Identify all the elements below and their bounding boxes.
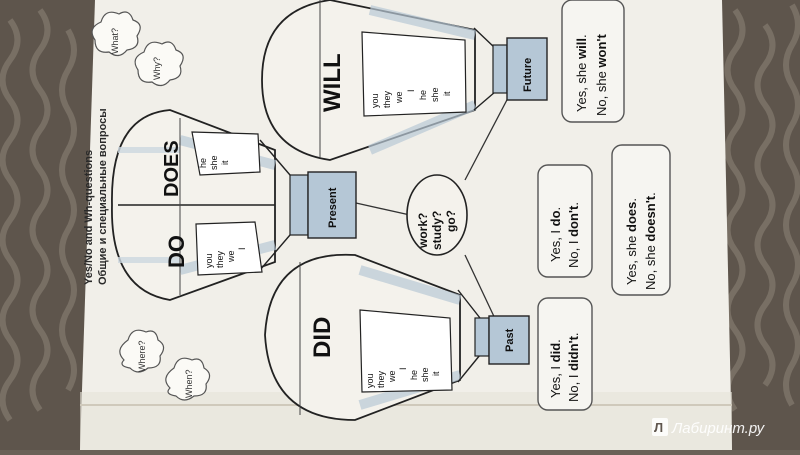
cloud-when-text: When?	[184, 369, 194, 398]
cloud-what-text: What?	[110, 28, 120, 54]
did-pronouns: you they we I he she it	[365, 367, 441, 388]
will-label: WILL	[319, 53, 346, 112]
past-basket-rim	[474, 317, 490, 357]
will-pronouns: you they we I he she it	[370, 87, 452, 108]
will-pronoun: I	[406, 89, 416, 92]
heading: Yes/No and Wh-questions Общие и специаль…	[83, 108, 109, 285]
do-pronoun-tag	[195, 221, 263, 276]
will-pronoun-tag	[361, 31, 467, 117]
do-pronouns: you they we I	[204, 247, 247, 268]
answer-future-no: No, she won't	[594, 33, 609, 116]
will-pronoun: he	[418, 90, 428, 100]
future-basket-rim	[492, 44, 508, 94]
cloud-what: What?	[91, 11, 141, 57]
did-pronoun: I	[398, 367, 408, 370]
did-label: DID	[309, 317, 336, 358]
answer-box-present-she: Yes, she does. No, she doesn't.	[611, 144, 671, 296]
did-pronoun: they	[376, 370, 386, 388]
does-pronouns: he she it	[198, 155, 230, 170]
watermark-logo-glyph: Л	[654, 420, 663, 435]
does-label: DOES	[161, 140, 183, 197]
did-pronoun: he	[409, 370, 419, 380]
will-pronoun: we	[394, 91, 404, 104]
will-pronoun: they	[382, 90, 392, 108]
answer-present-she-no: No, she doesn't.	[643, 192, 658, 290]
cloud-why-text: Why?	[152, 57, 162, 80]
did-pronoun: she	[420, 367, 430, 382]
present-basket-label: Present	[327, 187, 339, 228]
does-pronoun: it	[220, 160, 230, 165]
answer-box-past: Yes, I did. No, I didn't.	[537, 297, 593, 411]
do-pronoun: I	[237, 247, 247, 250]
do-pronoun: they	[215, 250, 225, 268]
cloud-where-text: Where?	[137, 340, 147, 372]
answer-present-i-yes: Yes, I do.	[548, 207, 563, 262]
answer-box-present-i: Yes, I do. No, I don't.	[537, 164, 593, 278]
balloon-past: DID you they we I he she it Past	[264, 253, 530, 421]
answer-past-no: No, I didn't.	[566, 332, 581, 402]
future-basket	[506, 37, 548, 101]
heading-line2: Общие и специальные вопросы	[97, 108, 109, 285]
did-pronoun: you	[365, 373, 375, 388]
cloud-when: When?	[165, 357, 211, 401]
did-pronoun: we	[387, 370, 397, 383]
do-label: DO	[164, 235, 189, 268]
answer-box-future: Yes, she will. No, she won't	[561, 0, 625, 123]
past-basket-label: Past	[504, 328, 516, 352]
present-basket-rim	[289, 174, 309, 236]
does-pronoun-tag	[191, 131, 261, 176]
will-pronoun: it	[442, 91, 452, 96]
future-basket-label: Future	[522, 58, 534, 92]
watermark-logo-icon	[652, 418, 668, 436]
answer-present-i-no: No, I don't.	[566, 202, 581, 268]
did-pronoun: it	[431, 371, 441, 376]
center-line1: work?	[416, 213, 430, 249]
answer-future-yes: Yes, she will.	[574, 34, 589, 112]
balloon-future: WILL you they we I he she it Future	[261, 0, 548, 161]
center-verbs: work? study? go?	[406, 174, 468, 256]
will-pronoun: you	[370, 93, 380, 108]
fabric-pattern	[0, 3, 800, 422]
heading-line1: Yes/No and Wh-questions	[83, 150, 95, 285]
watermark-text: Лабиринт.ру	[671, 420, 766, 437]
did-pronoun-tag	[359, 309, 453, 393]
watermark: Л Лабиринт.ру	[652, 418, 766, 437]
will-pronoun: she	[430, 87, 440, 102]
present-basket	[307, 171, 357, 239]
balloon-present: DO DOES you they we I he she it Present	[111, 109, 357, 301]
does-pronoun: she	[209, 155, 219, 170]
cloud-why: Why?	[134, 41, 184, 87]
answer-present-she-yes: Yes, she does.	[624, 198, 639, 285]
do-pronoun: you	[204, 253, 214, 268]
past-basket	[488, 315, 530, 365]
cloud-where: Where?	[119, 329, 165, 373]
center-line2: study?	[430, 211, 444, 250]
answer-past-yes: Yes, I did.	[548, 339, 563, 398]
do-pronoun: we	[226, 250, 236, 263]
does-pronoun: he	[198, 158, 208, 168]
center-line3: go?	[444, 210, 458, 232]
